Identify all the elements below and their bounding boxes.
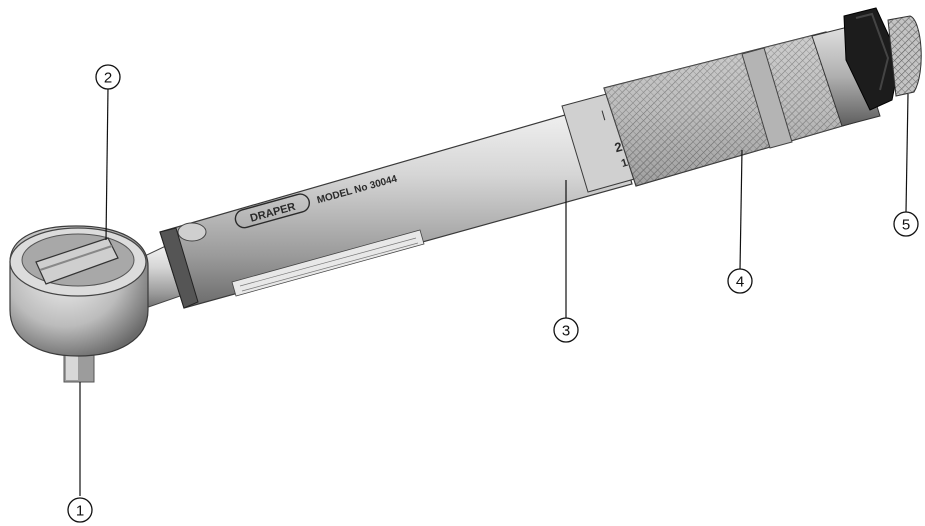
callout-5-label: 5	[902, 217, 910, 234]
reverse-lever	[35, 237, 119, 285]
knurled-handle	[603, 25, 881, 187]
callout-2-label: 2	[104, 70, 112, 87]
brand-badge	[234, 193, 310, 229]
callout-3-label: 3	[562, 323, 570, 340]
callout-4: 4	[727, 268, 753, 294]
callout-4-label: 4	[736, 274, 744, 291]
wrench-tube: DRAPER MODEL No 30044	[159, 101, 633, 309]
scale-mark-3: 1	[620, 157, 629, 170]
callout-2: 2	[95, 64, 121, 90]
end-cap	[843, 7, 901, 111]
callout-1-label: 1	[76, 503, 84, 520]
callout-3: 3	[553, 317, 579, 343]
ratchet-head	[9, 225, 149, 357]
callout-1: 1	[67, 497, 93, 523]
callout-5: 5	[893, 211, 919, 237]
scale-mark-1: 2	[613, 139, 624, 155]
lock-knob	[887, 15, 922, 97]
leader-lines	[79, 87, 909, 496]
